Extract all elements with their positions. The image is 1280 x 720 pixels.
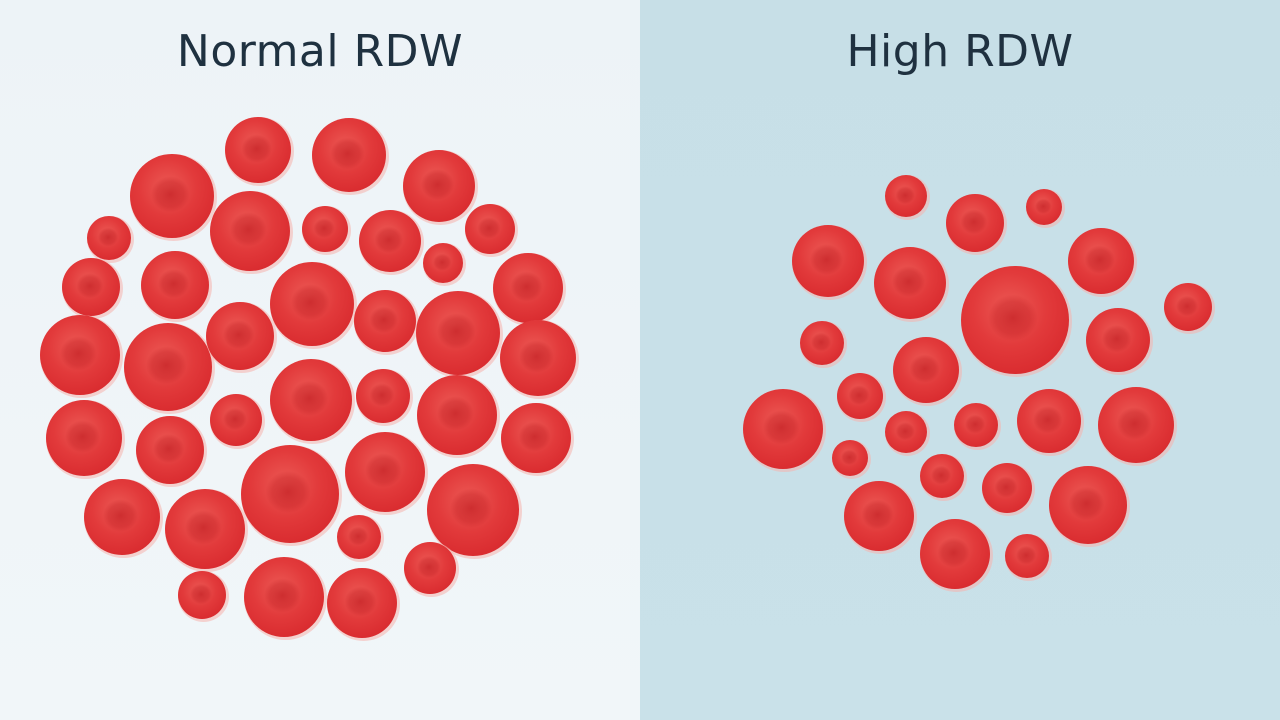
red-blood-cell-icon: [403, 150, 478, 225]
red-blood-cell-icon: [302, 206, 351, 255]
red-blood-cell-icon: [427, 464, 522, 559]
red-blood-cell-icon: [141, 251, 212, 322]
red-blood-cell-icon: [46, 400, 125, 479]
red-blood-cell-icon: [500, 320, 579, 399]
red-blood-cell-icon: [87, 216, 134, 263]
red-blood-cell-icon: [792, 225, 867, 300]
red-blood-cell-icon: [844, 481, 917, 554]
high-rdw-panel: High RDW: [640, 0, 1280, 720]
red-blood-cell-icon: [62, 258, 123, 319]
red-blood-cell-icon: [1049, 466, 1130, 547]
red-blood-cell-icon: [893, 337, 962, 406]
red-blood-cell-icon: [1068, 228, 1137, 297]
red-blood-cell-icon: [885, 411, 930, 456]
red-blood-cell-icon: [885, 175, 930, 220]
red-blood-cell-icon: [874, 247, 949, 322]
red-blood-cell-icon: [1086, 308, 1153, 375]
red-blood-cell-icon: [501, 403, 574, 476]
high-rdw-title: High RDW: [846, 26, 1074, 77]
red-blood-cell-icon: [241, 445, 342, 546]
red-blood-cell-icon: [417, 375, 500, 458]
red-blood-cell-icon: [954, 403, 1001, 450]
red-blood-cell-icon: [130, 154, 217, 241]
red-blood-cell-icon: [800, 321, 847, 368]
red-blood-cell-icon: [1017, 389, 1084, 456]
red-blood-cell-icon: [356, 369, 413, 426]
red-blood-cell-icon: [312, 118, 389, 195]
normal-rdw-panel: Normal RDW: [0, 0, 640, 720]
red-blood-cell-icon: [1098, 387, 1177, 466]
red-blood-cell-icon: [404, 542, 459, 597]
red-blood-cell-icon: [210, 394, 265, 449]
red-blood-cell-icon: [1005, 534, 1052, 581]
red-blood-cell-icon: [354, 290, 419, 355]
red-blood-cell-icon: [210, 191, 293, 274]
red-blood-cell-icon: [270, 359, 355, 444]
red-blood-cell-icon: [359, 210, 424, 275]
red-blood-cell-icon: [982, 463, 1035, 516]
red-blood-cell-icon: [832, 440, 871, 479]
red-blood-cell-icon: [465, 204, 518, 257]
red-blood-cell-icon: [493, 253, 566, 326]
normal-rdw-cell-cluster: [40, 117, 579, 641]
red-blood-cell-icon: [206, 302, 277, 373]
red-blood-cell-icon: [743, 389, 826, 472]
red-blood-cell-icon: [244, 557, 327, 640]
red-blood-cell-icon: [1026, 189, 1065, 228]
red-blood-cell-icon: [84, 479, 163, 558]
high-rdw-cell-cluster: [743, 175, 1215, 592]
red-blood-cell-icon: [416, 291, 503, 378]
red-blood-cell-icon: [961, 266, 1072, 377]
red-blood-cell-icon: [178, 571, 229, 622]
red-blood-cell-icon: [165, 489, 248, 572]
red-blood-cell-icon: [920, 519, 993, 592]
red-blood-cell-icon: [270, 262, 357, 349]
red-blood-cell-icon: [327, 568, 400, 641]
red-blood-cell-icon: [124, 323, 215, 414]
red-blood-cell-icon: [345, 432, 428, 515]
red-blood-cell-icon: [920, 454, 967, 501]
red-blood-cell-icon: [225, 117, 294, 186]
red-blood-cell-icon: [136, 416, 207, 487]
red-blood-cell-icon: [837, 373, 886, 422]
red-blood-cell-icon: [1164, 283, 1215, 334]
red-blood-cell-icon: [40, 315, 123, 398]
red-blood-cell-icon: [946, 194, 1007, 255]
red-blood-cell-icon: [423, 243, 466, 286]
red-blood-cell-icon: [337, 515, 384, 562]
normal-rdw-title: Normal RDW: [176, 26, 464, 77]
